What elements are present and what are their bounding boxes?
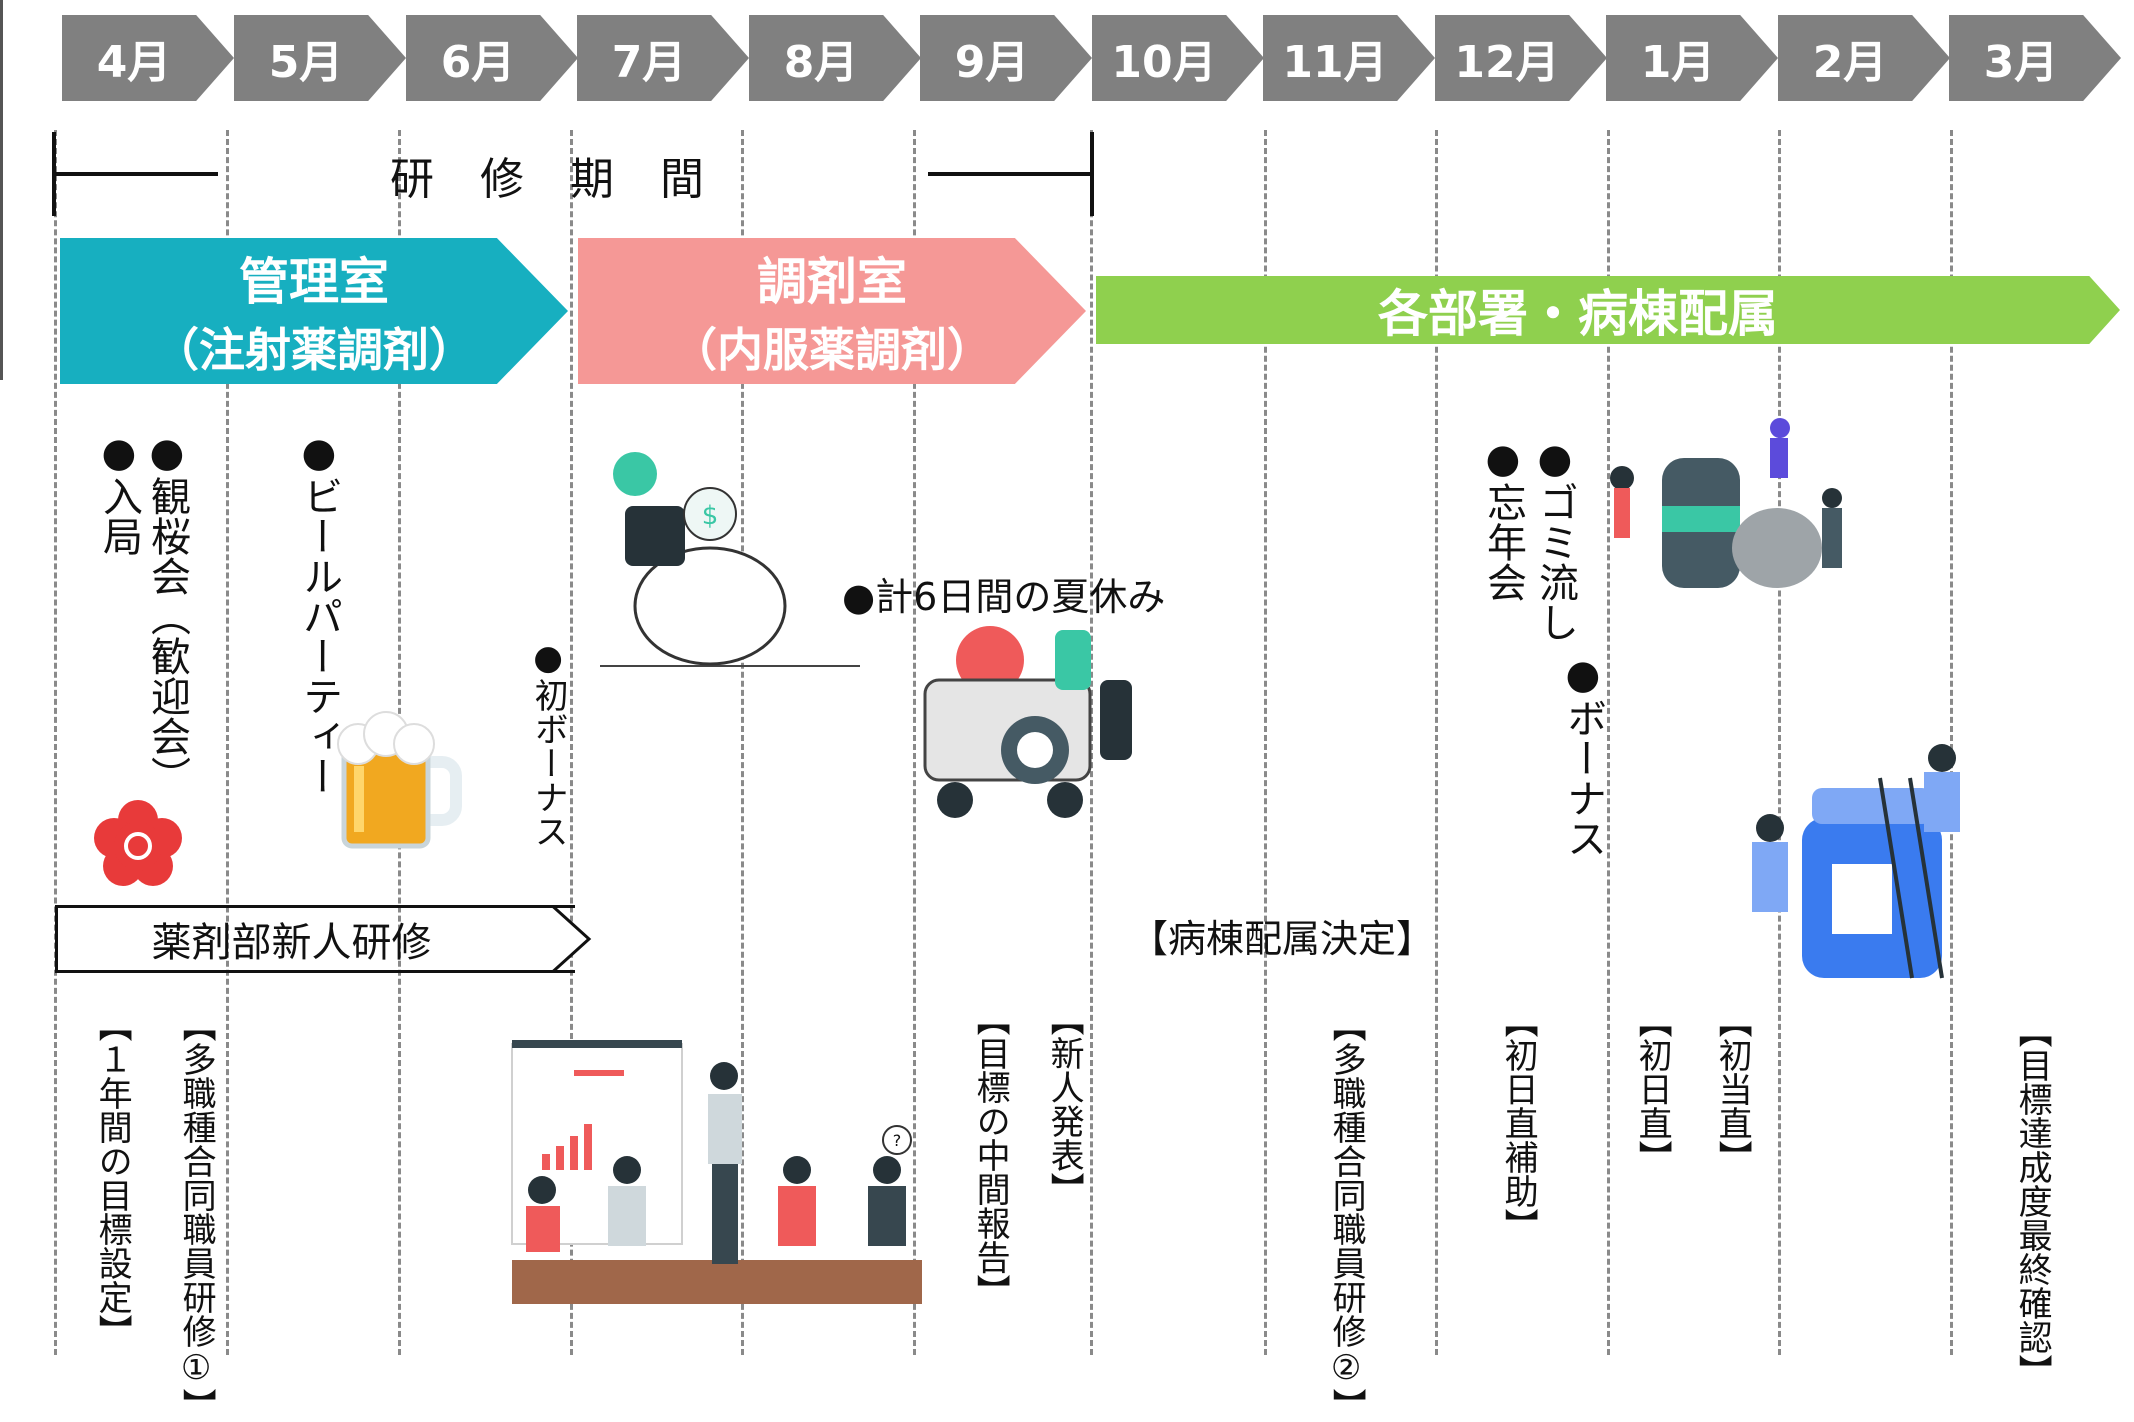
month-11: 11月 [1263, 15, 1435, 101]
training-arrow-tip [551, 905, 592, 973]
milestone-final-check: 【目標達成度最終確認】 [2012, 1014, 2053, 1388]
milestone-first-day-duty: 【初日直】 [1632, 1004, 1673, 1174]
milestone-new-staff-presentation: 【新人発表】 [1044, 1002, 1085, 1206]
piggy-bank-icon: $ [600, 452, 860, 667]
training-period-label: 研修期間 [390, 154, 750, 205]
month-10: 10月 [1092, 15, 1264, 101]
gridline [226, 130, 229, 1355]
left-edge-line [0, 0, 3, 380]
milestone-multi-training-1: 【多職種合同職員研修①】 [176, 1008, 217, 1422]
phase-dispensing-room: 調剤室 （内服薬調剤） [578, 238, 1086, 384]
month-12: 12月 [1435, 15, 1607, 101]
beer-mug-icon [337, 711, 462, 849]
month-1: 1月 [1606, 15, 1778, 101]
party-illustration-icon [1610, 418, 1842, 588]
bracket-right-line [928, 172, 1092, 176]
month-5: 5月 [234, 15, 406, 101]
new-staff-training-label: 薬剤部新人研修 [151, 920, 432, 966]
gridline [1778, 130, 1781, 1355]
presentation-illustration-icon: ? [511, 1040, 922, 1304]
bracket-left-line [52, 172, 218, 176]
event-gomi-nagashi: ●ゴミ流し [1532, 436, 1578, 642]
month-2: 2月 [1778, 15, 1950, 101]
medicine-bottle-icon [1752, 744, 1960, 979]
milestone-multi-training-2: 【多職種合同職員研修②】 [1326, 1008, 1367, 1422]
month-7: 7月 [577, 15, 749, 101]
month-9: 9月 [920, 15, 1092, 101]
phase-management-room: 管理室 （注射薬調剤） [60, 238, 568, 384]
gridline [54, 130, 57, 1355]
gridline [1607, 130, 1610, 1355]
month-6: 6月 [406, 15, 578, 101]
month-8: 8月 [749, 15, 921, 101]
ward-assignment-decision: 【病棟配属決定】 [1130, 917, 1435, 961]
event-bounenkai: ●忘年会 [1480, 436, 1526, 602]
phase-ward-assignment: 各部署・病棟配属 [1096, 276, 2120, 344]
event-beer-party: ●ビールパーティー [296, 430, 342, 796]
gridline [1435, 130, 1438, 1355]
milestone-mid-report: 【目標の中間報告】 [970, 1002, 1011, 1308]
milestone-night-assist: 【初日直補助】 [1498, 1004, 1539, 1242]
phase-title: 管理室 [239, 253, 389, 311]
phase-title: 調剤室 [757, 253, 907, 311]
new-staff-training-arrow: 薬剤部新人研修 [55, 905, 575, 973]
gridline [741, 130, 744, 1355]
event-bonus: ●ボーナス [1560, 652, 1606, 858]
svg-text:?: ? [893, 1131, 902, 1150]
gridline [570, 130, 573, 1355]
phase-subtitle: （内服薬調剤） [671, 323, 993, 377]
gridline [1264, 130, 1267, 1355]
gridline [913, 130, 916, 1355]
car-travel-icon [923, 626, 1132, 818]
milestone-annual-goal: 【１年間の目標設定】 [92, 1008, 133, 1348]
month-4: 4月 [62, 15, 234, 101]
flower-icon [94, 800, 182, 886]
month-3: 3月 [1949, 15, 2121, 101]
phase-title: 各部署・病棟配属 [1378, 285, 1778, 343]
milestone-first-night-duty: 【初当直】 [1712, 1004, 1753, 1174]
event-kanoukai: ●観桜会（歓迎会） [144, 430, 190, 796]
phase-subtitle: （注射薬調剤） [153, 323, 475, 377]
event-summer-vacation: ●計6日間の夏休み [842, 575, 1166, 619]
gridline [1950, 130, 1953, 1355]
bracket-right-tick [1090, 132, 1094, 216]
event-first-bonus: ●初ボーナス [528, 638, 569, 848]
svg-text:$: $ [702, 501, 719, 531]
event-nyukyoku: ●入局 [96, 430, 142, 556]
